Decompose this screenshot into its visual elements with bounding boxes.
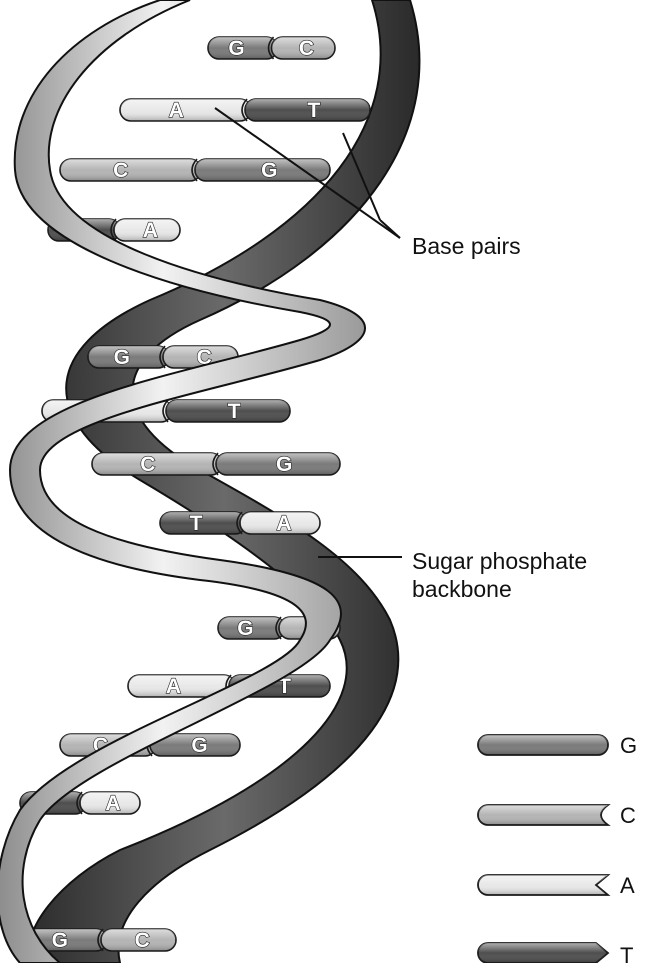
base-letter: G xyxy=(237,617,253,640)
legend-item-t xyxy=(478,943,608,963)
base-letter: G xyxy=(228,37,244,60)
bar-shade xyxy=(160,512,246,534)
legend-item-g xyxy=(478,735,608,755)
legend-shade xyxy=(478,943,608,963)
base-letter: A xyxy=(105,792,120,815)
base-letter: G xyxy=(52,929,68,952)
legend xyxy=(478,735,608,963)
bar-shade xyxy=(92,453,222,475)
base-letter: A xyxy=(276,512,291,535)
legend-label-a: A xyxy=(620,873,635,899)
base-letter: A xyxy=(169,99,184,122)
base-letter: T xyxy=(228,400,241,423)
base-letter: T xyxy=(307,99,320,122)
base-letter: G xyxy=(276,453,292,476)
base-pairs-label: Base pairs xyxy=(412,233,521,259)
base-letter: A xyxy=(166,675,181,698)
base-letter: C xyxy=(135,929,150,952)
legend-label-c: C xyxy=(620,803,636,829)
backbone-label-line2: backbone xyxy=(412,576,512,602)
legend-shade xyxy=(478,875,608,895)
base-letter: G xyxy=(191,734,207,757)
legend-label-g: G xyxy=(620,733,637,759)
base-letter: A xyxy=(143,219,158,242)
legend-shade xyxy=(478,805,608,825)
backbone-back-strand xyxy=(28,0,419,963)
base-letter: G xyxy=(261,159,277,182)
base-letter: C xyxy=(113,159,128,182)
base-letter: C xyxy=(299,37,314,60)
legend-shade xyxy=(478,735,608,755)
legend-label-t: T xyxy=(620,943,633,969)
backbone-label-line1: Sugar phosphate xyxy=(412,548,587,574)
legend-item-c xyxy=(478,805,608,825)
bar-shade xyxy=(60,159,201,181)
legend-item-a xyxy=(478,875,608,895)
base-letter: T xyxy=(190,512,203,535)
bar-shade xyxy=(120,99,251,121)
base-letter: C xyxy=(140,453,155,476)
base-letter: G xyxy=(114,346,130,369)
